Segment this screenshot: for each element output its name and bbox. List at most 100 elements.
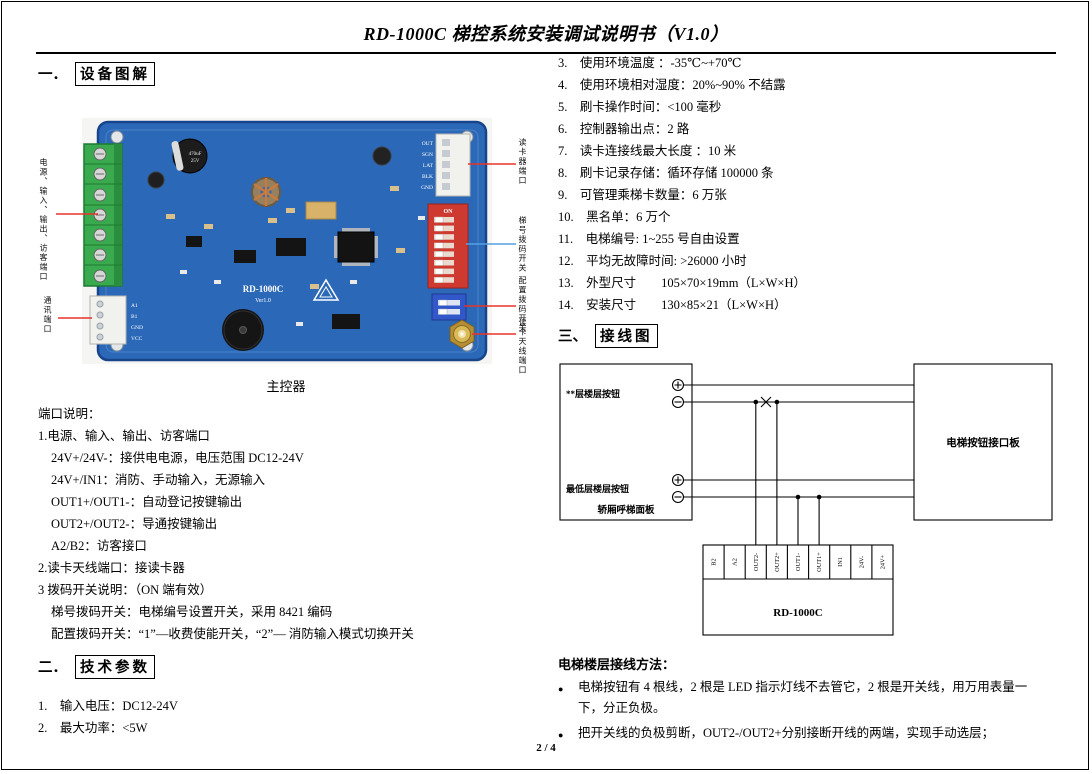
section-3-heading: 三、接线图	[558, 324, 1058, 348]
terminal-labels: B2 A2 OUT2- OUT2+ OUT1- OUT1+ IN1 24V- 2…	[711, 552, 887, 572]
section-1-number: 一．	[38, 67, 67, 83]
tech-params-left: 1. 输入电压：DC12-24V 2. 最大功率：<5W	[38, 695, 536, 739]
port-desc-title: 端口说明：	[38, 407, 101, 421]
pin-label-vcc: VCC	[131, 336, 143, 342]
callout-lines	[56, 163, 516, 335]
pin-label-gnd: GND	[421, 185, 433, 191]
port-desc-line: 2.读卡天线端口：接读卡器	[38, 561, 185, 575]
silkscreen: RD-1000C Ver1.0	[243, 278, 340, 304]
car-call-panel-label: 轿厢呼梯面板	[597, 504, 655, 516]
wires	[683, 384, 914, 545]
terminal-label: OUT2-	[753, 553, 760, 571]
label-config-dip-switch: 配置拨码开关	[518, 276, 527, 333]
section-2-heading: 二．技术参数	[38, 655, 536, 679]
pin-label-sgn: SGN	[422, 152, 433, 158]
top-floor-button-label: **层楼层按钮	[566, 388, 620, 399]
port-desc-line: OUT1+/OUT1-：自动登记按键输出	[51, 495, 243, 509]
capacitor-value-label: 470uF	[189, 152, 202, 157]
right-column: 3. 使用环境温度 ：-35℃~+70℃ 4. 使用环境相对湿度：20%~90%…	[558, 52, 1058, 746]
terminal-label: OUT1-	[795, 553, 802, 571]
terminal-label: B2	[711, 558, 718, 565]
terminal-label: IN1	[837, 557, 844, 567]
dip-on-label: ON	[444, 209, 454, 215]
controller-label: RD-1000C	[773, 607, 823, 619]
io-terminal-block	[83, 143, 123, 287]
comm-connector: A1 B1 GND VCC	[89, 295, 143, 345]
antenna-sma-connector	[449, 319, 475, 349]
port-desc-line: 24V+/24V-：接供电电源，电压范围 DC12-24V	[51, 451, 304, 465]
wiring-bullet-text: 电梯按钮有 4 根线，2 根是 LED 指示灯线不去管它，2 根是开关线，用万用…	[578, 680, 1028, 715]
tech-param-line: 14. 安装尺寸 130×85×21（L×W×H）	[558, 298, 787, 312]
electrolytic-capacitor: 470uF 25V	[171, 138, 208, 174]
wire-cut-mark-icon	[760, 396, 772, 408]
wiring-diagram: **层楼层按钮 最低层楼层按钮 轿厢呼梯面板 电梯按钮接口板 RD-1000C …	[559, 363, 1053, 636]
bullet-marker-icon: ●	[558, 730, 564, 740]
bottom-floor-button-label: 最低层楼层按钮	[566, 483, 629, 494]
pin-label-lat: LAT	[423, 163, 434, 169]
figure-caption: 主控器	[266, 379, 306, 394]
toroid-inductor	[251, 177, 281, 207]
pin-label-blk: BLK	[422, 174, 433, 180]
silkscreen-model-label: RD-1000C	[243, 284, 284, 294]
page-title: RD-1000C 梯控系统安装调试说明书（V1.0）	[363, 24, 729, 44]
port-desc-line: 梯号拨码开关：电梯编号设置开关，采用 8421 编码	[51, 605, 333, 619]
tech-param-line: 10. 黑名单：6 万个	[558, 210, 671, 224]
diagram-boxes	[559, 363, 1053, 636]
junction-dots	[753, 399, 822, 500]
tech-param-line: 1. 输入电压：DC12-24V	[38, 699, 178, 713]
section-2-number: 二．	[38, 660, 67, 676]
buzzer	[222, 309, 264, 351]
tech-params-right: 3. 使用环境温度 ：-35℃~+70℃ 4. 使用环境相对湿度：20%~90%…	[558, 52, 1058, 316]
passive-components	[166, 186, 425, 326]
label-power-io-ports: 电源、输入、输出、访客端口	[39, 158, 48, 282]
port-desc-line: OUT2+/OUT2-：导通按键输出	[51, 517, 218, 531]
button-interface-board-box	[913, 363, 1053, 521]
elevator-number-dip-switch: ON	[427, 203, 469, 289]
left-column: 一． 设备图解	[38, 62, 536, 739]
terminal-label: 24V-	[858, 556, 865, 568]
port-desc-line: 24V+/IN1：消防、手动输入，无源输入	[51, 473, 265, 487]
car-call-panel-box	[559, 363, 693, 521]
wiring-method-title: 电梯楼层接线方法：	[558, 657, 676, 672]
pin-label-a1: A1	[131, 303, 138, 309]
tech-param-line: 3. 使用环境温度 ：-35℃~+70℃	[558, 56, 742, 70]
tech-param-line: 5. 刷卡操作时间：<100 毫秒	[558, 100, 722, 114]
page-number: 2 / 4	[536, 742, 556, 754]
config-dip-switch	[431, 293, 467, 321]
ic-chips	[147, 146, 392, 329]
terminal-label: A2	[732, 558, 739, 566]
terminal-label: OUT1+	[816, 552, 823, 572]
mainboard-photo: OUT SGN LAT BLK GND ON	[56, 118, 516, 364]
button-interface-board-label: 电梯按钮接口板	[946, 436, 1020, 449]
label-comm-port: 通讯端口	[43, 296, 52, 334]
tech-param-line: 4. 使用环境相对湿度：20%~90% 不结露	[558, 78, 786, 92]
tech-param-line: 13. 外型尺寸 105×70×19mm（L×W×H）	[558, 276, 806, 290]
tech-param-line: 11. 电梯编号: 1~255 号自由设置	[558, 232, 740, 246]
tech-param-line: 2. 最大功率：<5W	[38, 721, 148, 735]
port-desc-line: 1.电源、输入、输出、访客端口	[38, 429, 210, 443]
capacitor-voltage-label: 25V	[191, 159, 200, 164]
port-description: 端口说明： 1.电源、输入、输出、访客端口 24V+/24V-：接供电电源，电压…	[38, 403, 536, 645]
pin-label-gnd2: GND	[131, 325, 143, 331]
tech-param-line: 8. 刷卡记录存储：循环存储 100000 条	[558, 166, 774, 180]
bullet-marker-icon: ●	[558, 684, 564, 694]
label-antenna-port: 读卡天线端口	[518, 318, 527, 375]
port-desc-line: 3 拨码开关说明：（ON 端有效）	[38, 583, 213, 597]
label-reader-port: 读卡器端口	[518, 138, 527, 186]
wiring-bullet-text: 把开关线的负极剪断，OUT2-/OUT2+分别接断开线的两端，实现手动选层；	[578, 726, 995, 740]
board-figure: OUT SGN LAT BLK GND ON	[38, 118, 534, 375]
label-elevator-dip-switch: 梯号拨码开关	[518, 216, 527, 273]
wiring-diagram-figure: **层楼层按钮 最低层楼层按钮 轿厢呼梯面板 电梯按钮接口板 RD-1000C …	[558, 360, 1058, 650]
section-1-title: 设备图解	[75, 62, 155, 86]
pin-label-out: OUT	[422, 141, 434, 147]
pin-label-b1: B1	[131, 314, 138, 320]
wiring-bullet-2: ● 把开关线的负极剪断，OUT2-/OUT2+分别接断开线的两端，实现手动选层；	[558, 723, 1040, 746]
tech-param-line: 9. 可管理乘梯卡数量：6 万张	[558, 188, 727, 202]
tech-param-line: 6. 控制器输出点：2 路	[558, 122, 690, 136]
port-desc-line: 配置拨码开关：“1”—收费使能开关，“2”— 消防输入模式切换开关	[51, 627, 414, 641]
silkscreen-version-label: Ver1.0	[255, 298, 271, 304]
reader-port-connector: OUT SGN LAT BLK GND	[421, 133, 471, 197]
section-3-number: 三、	[558, 329, 587, 345]
